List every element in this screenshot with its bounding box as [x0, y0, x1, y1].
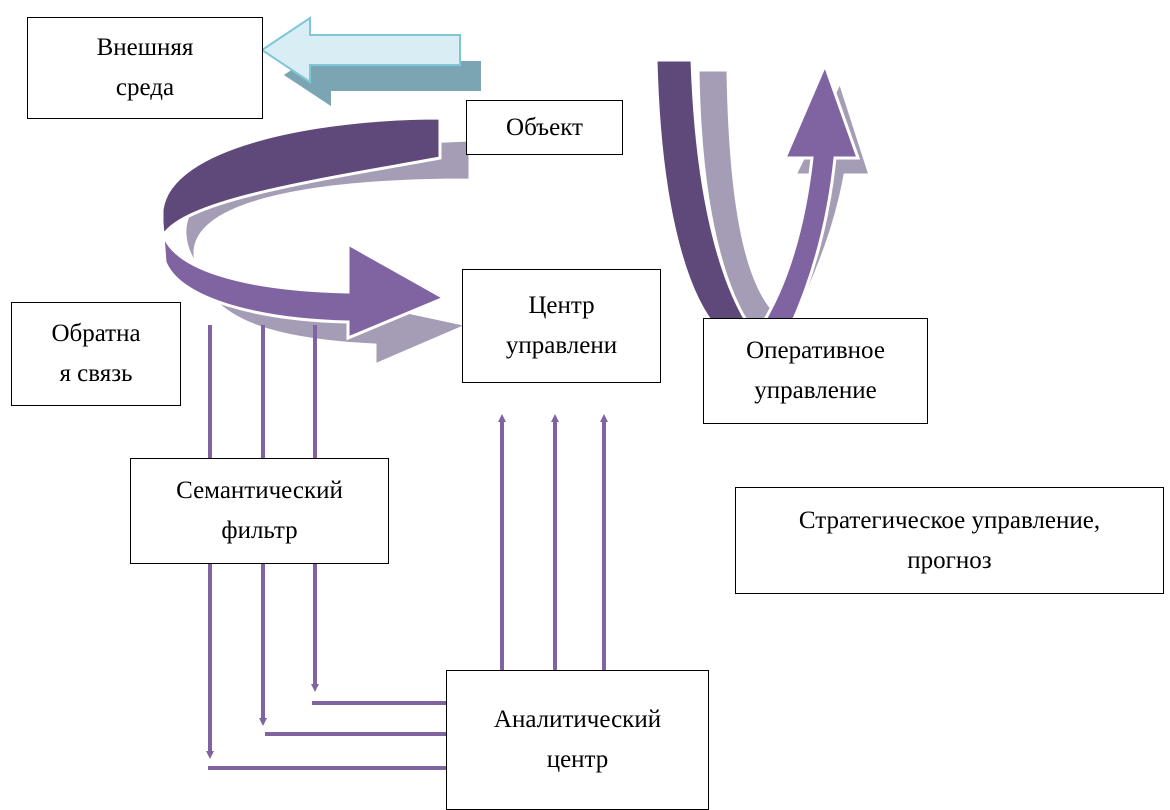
node-operative-management-line2: управление	[754, 377, 877, 404]
curved-arrow-object-to-center	[160, 116, 473, 368]
node-object-label: Объект	[506, 113, 583, 141]
arrow-to-external-env-body	[260, 16, 461, 84]
node-analytic-center-line2: центр	[546, 746, 609, 773]
node-object: Объект	[466, 100, 623, 155]
operative-arrow-main	[757, 60, 861, 330]
node-control-center-line1: Центр	[528, 292, 595, 319]
node-analytic-center: Аналитический центр	[446, 670, 709, 810]
node-operative-management-line1: Оперативное	[746, 337, 885, 364]
node-feedback-line1: Обратна	[51, 320, 141, 347]
node-analytic-center-line1: Аналитический	[493, 706, 662, 733]
node-semantic-filter-line2: фильтр	[221, 517, 298, 544]
node-external-environment-line1: Внешняя	[96, 34, 194, 61]
operative-arrow	[654, 58, 873, 332]
curved-arrow-main	[160, 221, 448, 341]
node-external-environment-line2: среда	[115, 74, 175, 101]
node-strategic-management-line1: Стратегическое управление,	[798, 506, 1101, 534]
arrow-to-external-env	[260, 16, 483, 110]
node-feedback-line2: я связь	[59, 360, 133, 387]
node-semantic-filter-line1: Семантический	[176, 477, 343, 504]
node-strategic-management: Стратегическое управление, прогноз	[735, 487, 1164, 594]
upward-lines	[498, 414, 608, 670]
node-control-center: Центр управлени	[462, 269, 661, 383]
node-feedback: Обратна я связь	[11, 302, 181, 406]
node-operative-management: Оперативное управление	[703, 318, 928, 424]
node-semantic-filter: Семантический фильтр	[130, 458, 389, 564]
node-external-environment: Внешняя среда	[27, 17, 263, 119]
node-strategic-management-line2: прогноз	[907, 546, 992, 574]
node-control-center-line2: управлени	[505, 332, 618, 359]
